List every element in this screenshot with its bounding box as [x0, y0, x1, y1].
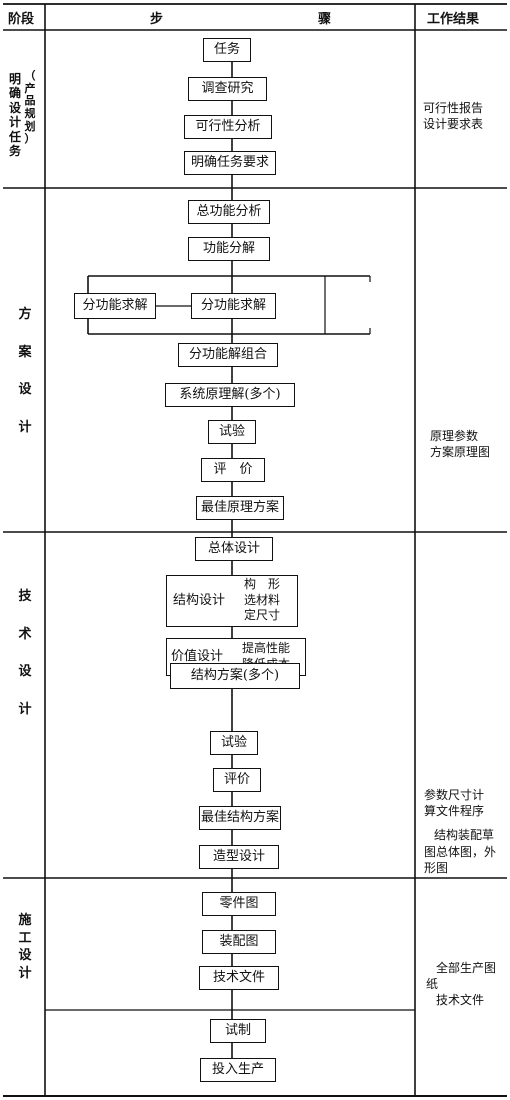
step-touru: 投入生产 [200, 1058, 276, 1082]
result-stage-1: 可行性报告 设计要求表 [423, 100, 483, 132]
result-2a: 原理参数 [430, 429, 479, 443]
step-fenjie: 功能分解 [188, 237, 270, 261]
step-zonggongneng: 总功能分析 [188, 200, 270, 224]
result-1a: 可行性报告 [423, 101, 484, 115]
result-stage-3: 参数尺寸计 算文件程序 结构装配草 图总体图，外 形图 [424, 787, 496, 876]
step-renwu: 任务 [203, 38, 251, 62]
stage-1-label: 明确设计任务 [8, 72, 21, 158]
step-yuanli: 系统原理解(多个) [165, 383, 295, 407]
result-3b: 算文件程序 [424, 804, 485, 819]
step-zuhe: 分功能解组合 [178, 343, 278, 367]
result-4b: 纸 [426, 977, 439, 992]
stage-2-label: 方案设计 [18, 307, 32, 436]
result-stage-4: 全部生产图 纸 技术文件 [426, 960, 496, 1009]
step-zhuangpei: 装配图 [202, 930, 276, 954]
step-shizhi: 试制 [210, 1019, 266, 1043]
step-mingque: 明确任务要求 [184, 151, 276, 175]
result-3c: 结构装配草 [434, 828, 495, 843]
result-stage-2: 原理参数 方案原理图 [430, 428, 490, 460]
jiegou-branches: 构 形 选材料 定尺寸 [244, 577, 280, 624]
step-shiyan-1: 试验 [208, 420, 256, 444]
step-shiyan-2: 试验 [210, 731, 258, 755]
jiegou-branch-1: 构 形 [244, 577, 281, 591]
header-steps-right: 骤 [318, 12, 332, 27]
step-jishu-wenjian: 技术文件 [199, 966, 279, 990]
step-pingjia-1: 评 价 [201, 458, 265, 482]
step-jiazhi: 价值设计 [171, 648, 224, 664]
stage-3-label: 技术设计 [18, 589, 32, 718]
step-jiegou: 结构设计 [173, 592, 226, 608]
step-jiegou-fangan: 结构方案(多个) [170, 663, 300, 689]
jiazhi-branch-1: 提高性能 [242, 641, 291, 655]
step-zongti: 总体设计 [195, 537, 273, 561]
stage-1-sublabel: （产品规划） [24, 69, 36, 146]
step-fen-qiujie-mid: 分功能求解 [191, 293, 276, 319]
header-results: 工作结果 [427, 12, 480, 27]
step-kexing: 可行性分析 [184, 115, 272, 139]
step-zaoxing: 造型设计 [199, 845, 279, 869]
result-3e: 形图 [424, 860, 449, 875]
step-lingjian: 零件图 [202, 892, 276, 916]
stage-4-label: 施工设计 [18, 913, 32, 981]
step-jiegou-group: 结构设计 [166, 575, 298, 627]
header-steps-left: 步 [150, 12, 164, 27]
step-zuijia-jiegou: 最佳结构方案 [199, 806, 281, 830]
step-fen-qiujie-left: 分功能求解 [74, 293, 156, 319]
result-2b: 方案原理图 [430, 445, 491, 460]
header-stage: 阶段 [8, 12, 35, 27]
step-zuijia-yuanli: 最佳原理方案 [196, 496, 284, 520]
result-3d: 图总体图，外 [424, 844, 497, 859]
result-4c: 技术文件 [436, 993, 485, 1008]
step-pingjia-2: 评价 [213, 768, 261, 792]
jiegou-branch-2: 选材料 [244, 592, 281, 607]
result-4a: 全部生产图 [436, 961, 497, 975]
jiegou-branch-3: 定尺寸 [244, 608, 281, 623]
step-diaocha: 调查研究 [188, 77, 267, 101]
result-3a: 参数尺寸计 [424, 788, 485, 802]
result-1b: 设计要求表 [423, 117, 484, 132]
